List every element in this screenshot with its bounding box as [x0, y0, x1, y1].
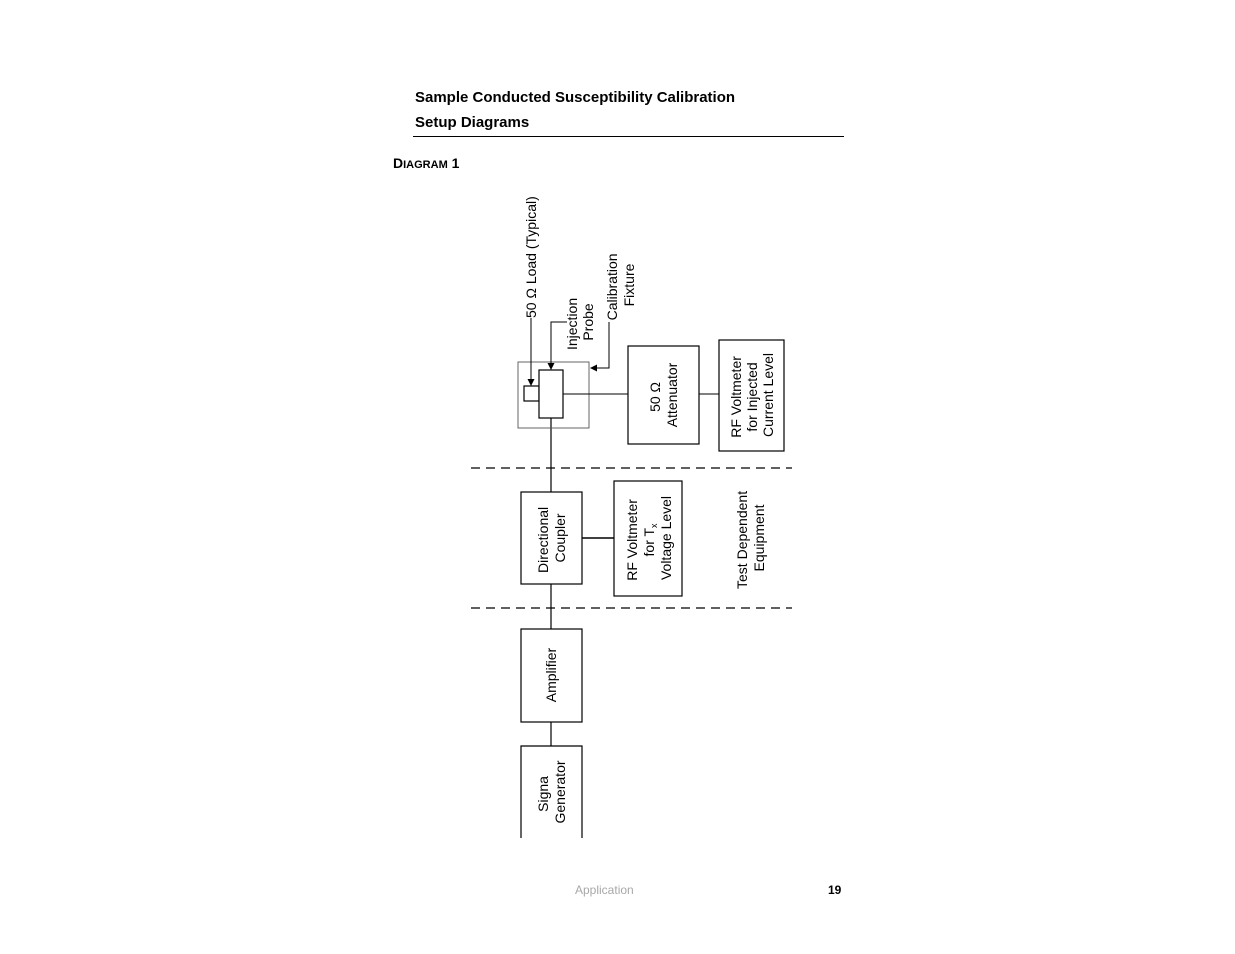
directional-coupler-label: Directional Coupler: [535, 503, 568, 573]
fixture-pointer-arrow: [590, 322, 610, 372]
directional-coupler-label-line1: Directional: [535, 507, 551, 573]
test-dependent-label-line2: Equipment: [751, 504, 767, 571]
calibration-fixture-label: Calibration Fixture: [604, 250, 637, 321]
rf-voltmeter-tx-label-line1: RF Voltmeter: [624, 499, 640, 581]
amplifier-box: [520, 628, 583, 723]
load-label: 50 Ω Load (Typical): [523, 196, 539, 318]
rf-voltmeter-current-label-line1: RF Voltmeter: [728, 356, 744, 438]
amplifier-label-line1: Amplifier: [543, 647, 559, 702]
injection-probe-label-line1: Injection: [564, 298, 580, 350]
calibration-fixture-label-line2: Fixture: [621, 263, 637, 306]
diagram-label-rest: IAGRAM: [403, 159, 448, 171]
rf-voltmeter-current-label-line2: for Injected: [744, 362, 760, 431]
heading-rule: [413, 136, 844, 137]
attenuator-label-line1: 50 Ω: [647, 382, 663, 412]
rf-voltmeter-tx-label-subscript: x: [649, 523, 659, 528]
test-dependent-label-line1: Test Dependent: [734, 491, 750, 589]
load-box: [523, 385, 540, 402]
attenuator-label-line2: Attenuator: [664, 362, 680, 427]
page-heading-line2: Setup Diagrams: [415, 114, 530, 131]
signal-generator-label: Signa Generator: [535, 760, 568, 823]
signal-generator-label-line2: Generator: [552, 760, 568, 823]
footer-page-number: 19: [828, 883, 842, 897]
signal-generator-label-line1: Signa: [535, 776, 551, 812]
directional-coupler-label-line2: Coupler: [552, 513, 568, 562]
rf-voltmeter-tx-label: RF Voltmeter for Tx Voltage Level: [624, 495, 674, 581]
rf-voltmeter-tx-label-prefix: for T: [641, 527, 657, 556]
test-dependent-label: Test Dependent Equipment: [734, 487, 767, 589]
footer-section-name: Application: [575, 883, 634, 897]
rf-voltmeter-current-box: [718, 339, 785, 452]
signal-generator-box: [520, 745, 583, 838]
rf-voltmeter-tx-label-line3: Voltage Level: [658, 496, 674, 580]
load-label-text: 50 Ω Load (Typical): [523, 196, 539, 318]
calibration-fixture-box: [517, 361, 590, 429]
attenuator-label: 50 Ω Attenuator: [647, 362, 680, 427]
calibration-fixture-label-line1: Calibration: [604, 253, 620, 320]
diagram-label-number: 1: [447, 155, 460, 171]
injection-probe-pointer-arrow: [547, 321, 567, 370]
rf-voltmeter-current-label-line3: Current Level: [760, 353, 776, 437]
rf-voltmeter-tx-box: [613, 480, 683, 597]
directional-coupler-box: [520, 491, 583, 585]
rf-voltmeter-tx-label-line2: for Tx: [641, 523, 659, 557]
diagram-label: DIAGRAM 1: [393, 155, 459, 171]
rf-voltmeter-current-label: RF Voltmeter for Injected Current Level: [728, 352, 776, 438]
injection-probe-box: [538, 369, 564, 419]
attenuator-box: [627, 345, 700, 445]
page-heading-line1: Sample Conducted Susceptibility Calibrat…: [415, 89, 736, 106]
amplifier-label: Amplifier: [543, 647, 559, 702]
injection-probe-label: Injection Probe: [564, 294, 596, 350]
diagram-label-initial: D: [393, 155, 404, 171]
injection-probe-label-line2: Probe: [580, 303, 596, 341]
